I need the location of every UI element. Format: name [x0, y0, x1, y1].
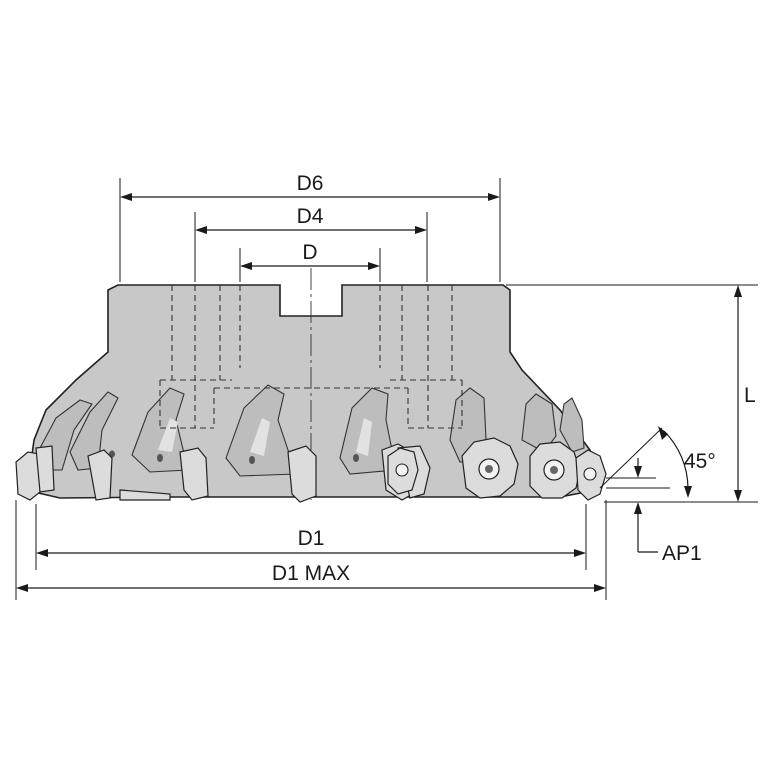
- insert-side: [119, 489, 171, 501]
- flute-highlight: [250, 418, 270, 456]
- flute-pocket: [131, 387, 189, 473]
- dim-d: D: [239, 241, 381, 282]
- label-d6: D6: [297, 172, 324, 195]
- hidden-lines: [159, 285, 463, 429]
- dim-ap1: AP1: [606, 458, 702, 565]
- dim-d1-max: D1 MAX: [15, 500, 607, 600]
- flute-highlight: [158, 418, 178, 452]
- insert-screw-icon: [583, 467, 597, 481]
- dim-d4: D4: [194, 205, 428, 282]
- label-d1-max: D1 MAX: [272, 562, 350, 585]
- insert-side: [287, 445, 317, 503]
- insert-side: [179, 447, 209, 501]
- label-d: D: [302, 241, 317, 264]
- screw-dot: [157, 454, 163, 462]
- insert-screw-hex: [485, 465, 493, 473]
- dim-d1: D1: [35, 504, 587, 570]
- insert-side: [15, 451, 41, 501]
- label-d1: D1: [298, 527, 325, 550]
- insert-side: [87, 449, 113, 501]
- dim-d6: D6: [119, 172, 501, 282]
- label-ap1: AP1: [662, 542, 702, 565]
- label-l: L: [744, 384, 756, 407]
- dim-angle-45: 45°: [599, 426, 716, 498]
- flute-highlight: [356, 418, 372, 456]
- insert-side: [35, 445, 55, 493]
- insert-screw-hex: [550, 466, 558, 474]
- inserts-face-view: [387, 437, 607, 501]
- insert-screw-icon: [395, 463, 409, 477]
- screw-dot: [249, 456, 255, 464]
- screw-dot: [353, 454, 359, 462]
- label-d4: D4: [297, 205, 324, 228]
- label-angle: 45°: [684, 450, 716, 473]
- flute-pocket: [69, 391, 119, 471]
- dim-l: L: [506, 284, 758, 503]
